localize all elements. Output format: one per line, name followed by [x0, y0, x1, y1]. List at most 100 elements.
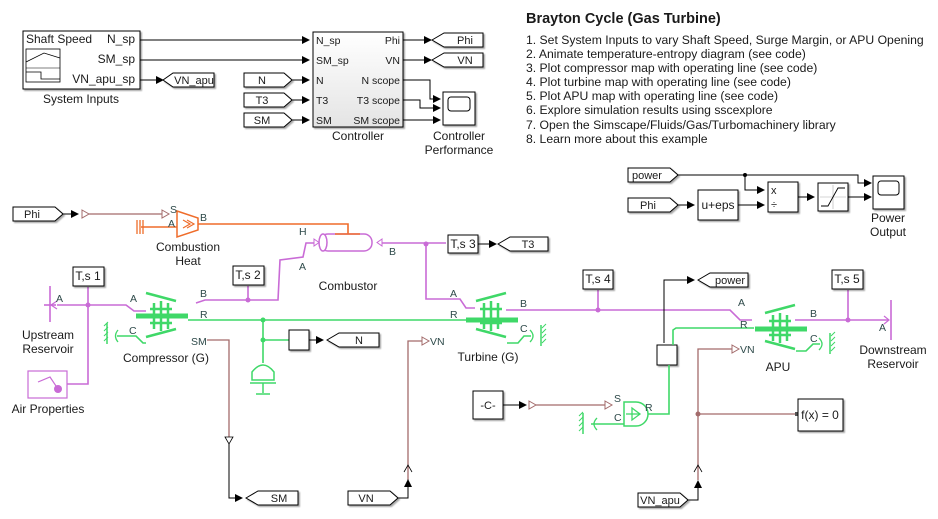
svg-text:VN_apu: VN_apu — [640, 495, 680, 507]
svg-text:N: N — [316, 75, 324, 87]
svg-text:S: S — [170, 204, 177, 216]
svg-text:C: C — [810, 333, 818, 345]
controller-performance-scope[interactable] — [442, 91, 476, 126]
controller-label: Controller — [332, 129, 384, 143]
from-n[interactable]: N — [243, 72, 293, 88]
svg-text:H: H — [299, 226, 307, 238]
from-t3[interactable]: T3 — [243, 92, 293, 108]
svg-text:R: R — [740, 319, 748, 331]
ideal-angular-velocity-source[interactable] — [623, 401, 649, 427]
svg-text:Phi: Phi — [24, 209, 40, 221]
solver-configuration-block[interactable]: f(x) = 0 — [797, 398, 844, 432]
air-properties-label: Air Properties — [12, 402, 85, 416]
goto-n[interactable]: N — [326, 332, 380, 348]
svg-text:VN_apu: VN_apu — [174, 75, 214, 87]
apu-label: APU — [766, 360, 791, 374]
air-properties-block[interactable] — [27, 370, 68, 399]
turbine-label: Turbine (G) — [458, 350, 519, 364]
combustion-heat-block[interactable] — [136, 209, 199, 239]
sensor-ts2[interactable]: T,s 2 — [232, 265, 265, 286]
svg-text:VN: VN — [457, 55, 472, 67]
from-vn-apu[interactable]: VN_apu — [637, 492, 689, 508]
svg-text:B: B — [810, 308, 817, 320]
goto-phi[interactable]: Phi — [431, 32, 484, 48]
instruction-link-4[interactable]: 4. Plot turbine map with operating line … — [526, 75, 791, 90]
combustor-block[interactable] — [313, 233, 383, 252]
from-phi-power[interactable]: Phi — [627, 197, 679, 213]
svg-text:N scope: N scope — [361, 75, 400, 87]
svg-text:T3 scope: T3 scope — [357, 95, 400, 107]
from-power[interactable]: power — [627, 167, 679, 183]
shaft-speed-header: Shaft Speed — [26, 32, 92, 46]
svg-text:Phi: Phi — [640, 200, 656, 212]
constant-block[interactable]: -C- — [472, 390, 504, 420]
goto-sm[interactable]: SM — [245, 490, 299, 506]
speed-sensor-block[interactable] — [288, 329, 310, 351]
instruction-link-2[interactable]: 2. Animate temperature-entropy diagram (… — [526, 47, 806, 62]
instruction-link-1[interactable]: 1. Set System Inputs to vary Shaft Speed… — [526, 33, 924, 47]
goto-power[interactable]: power — [697, 272, 749, 288]
instruction-link-8[interactable]: 8. Learn more about this example — [526, 131, 708, 146]
instruction-link-6[interactable]: 6. Explore simulation results using ssce… — [526, 103, 773, 118]
svg-text:R: R — [645, 402, 653, 414]
saturation-block[interactable] — [817, 182, 849, 212]
inertia-block[interactable] — [250, 364, 276, 395]
svg-text:power: power — [715, 275, 745, 287]
svg-text:C: C — [614, 412, 622, 424]
svg-text:u+eps: u+eps — [701, 198, 734, 212]
turbine-block[interactable] — [466, 291, 518, 339]
sensor-ts5[interactable]: T,s 5 — [831, 269, 864, 290]
svg-text:x: x — [771, 185, 777, 197]
svg-text:N: N — [258, 75, 266, 87]
svg-text:N_sp: N_sp — [316, 35, 341, 47]
signal-builder-icon — [25, 48, 61, 83]
svg-text:A: A — [168, 218, 175, 230]
from-phi-heat[interactable]: Phi — [12, 206, 64, 222]
sensor-ts4[interactable]: T,s 4 — [582, 269, 614, 290]
svg-text:R: R — [200, 309, 208, 321]
instruction-link-7[interactable]: 7. Open the Simscape/Fluids/Gas/Turbomac… — [526, 117, 836, 132]
svg-text:N: N — [355, 335, 363, 347]
svg-text:A: A — [450, 288, 457, 300]
svg-text:B: B — [200, 288, 207, 300]
instruction-link-5[interactable]: 5. Plot APU map with operating line (see… — [526, 89, 779, 104]
u-plus-eps-block[interactable]: u+eps — [697, 189, 739, 221]
system-inputs-label: System Inputs — [43, 92, 119, 106]
from-vn[interactable]: VN — [347, 490, 399, 506]
sensor-ts3[interactable]: T,s 3 — [447, 234, 479, 254]
from-sm[interactable]: SM — [243, 112, 293, 128]
system-inputs-block[interactable]: Shaft Speed N_sp SM_sp VN_apu_sp — [22, 30, 141, 90]
svg-text:A: A — [738, 297, 745, 309]
svg-text:SM: SM — [271, 493, 288, 505]
apu-block[interactable] — [755, 303, 807, 351]
svg-text:T,s 1: T,s 1 — [75, 269, 101, 283]
power-sensor-block[interactable] — [656, 344, 678, 366]
goto-t3[interactable]: T3 — [497, 236, 549, 252]
svg-text:R: R — [450, 309, 458, 321]
svg-text:power: power — [632, 170, 662, 182]
instruction-link-3[interactable]: 3. Plot compressor map with operating li… — [526, 61, 818, 76]
goto-vn[interactable]: VN — [431, 52, 484, 68]
svg-text:A: A — [879, 322, 886, 334]
downstream-reservoir[interactable] — [880, 298, 898, 342]
svg-text:VN: VN — [385, 55, 400, 67]
svg-text:f(x) = 0: f(x) = 0 — [801, 408, 839, 422]
product-block[interactable]: x ÷ — [767, 181, 799, 213]
svg-text:SM scope: SM scope — [353, 115, 400, 127]
upstream-reservoir[interactable] — [40, 284, 60, 324]
svg-text:-C-: -C- — [480, 400, 496, 412]
svg-text:SM: SM — [316, 115, 332, 127]
power-output-scope[interactable] — [872, 175, 905, 210]
controller-block[interactable]: N_sp SM_sp N T3 SM Phi VN N scope T3 sco… — [312, 31, 404, 128]
goto-vn-apu[interactable]: VN_apu — [162, 72, 215, 88]
svg-text:VN: VN — [740, 344, 755, 356]
compressor-block[interactable] — [136, 291, 188, 339]
sensor-ts1[interactable]: T,s 1 — [72, 266, 105, 287]
svg-text:A: A — [130, 293, 137, 305]
svg-text:A: A — [299, 261, 306, 273]
